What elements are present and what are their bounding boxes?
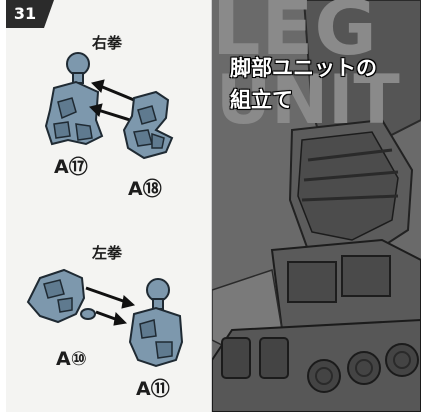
section-title-line-1: 脚部ユニットの	[230, 56, 377, 80]
part-label-a11: A⑪	[136, 378, 170, 400]
part-label-a10: A⑩	[56, 348, 87, 370]
part-a17-illustration	[44, 52, 104, 146]
background-word-leg: LEG	[212, 0, 378, 72]
right-fist-heading: 右拳	[92, 34, 123, 52]
instruction-panel: 31 右拳	[6, 0, 212, 412]
assembly-arrows	[89, 79, 135, 122]
part-label-a18: A⑱	[128, 178, 162, 200]
background-word-unit: UNIT	[216, 61, 400, 140]
left-fist-heading: 左拳	[92, 244, 123, 262]
right-fist-assembly-diagram	[44, 52, 174, 160]
part-a10-illustration	[26, 268, 96, 324]
assembly-arrows	[85, 286, 136, 326]
step-number-badge: 31	[6, 0, 54, 28]
part-a11-illustration	[128, 278, 184, 368]
part-label-a17: A⑰	[54, 156, 88, 178]
section-title-line-2: 組立て	[230, 88, 293, 112]
leg-unit-photo	[212, 0, 421, 412]
leg-unit-photo-banner: LEG UNIT 脚部ユニットの 組立て	[212, 0, 421, 412]
left-fist-assembly-diagram	[26, 268, 184, 368]
part-a18-illustration	[122, 90, 174, 160]
